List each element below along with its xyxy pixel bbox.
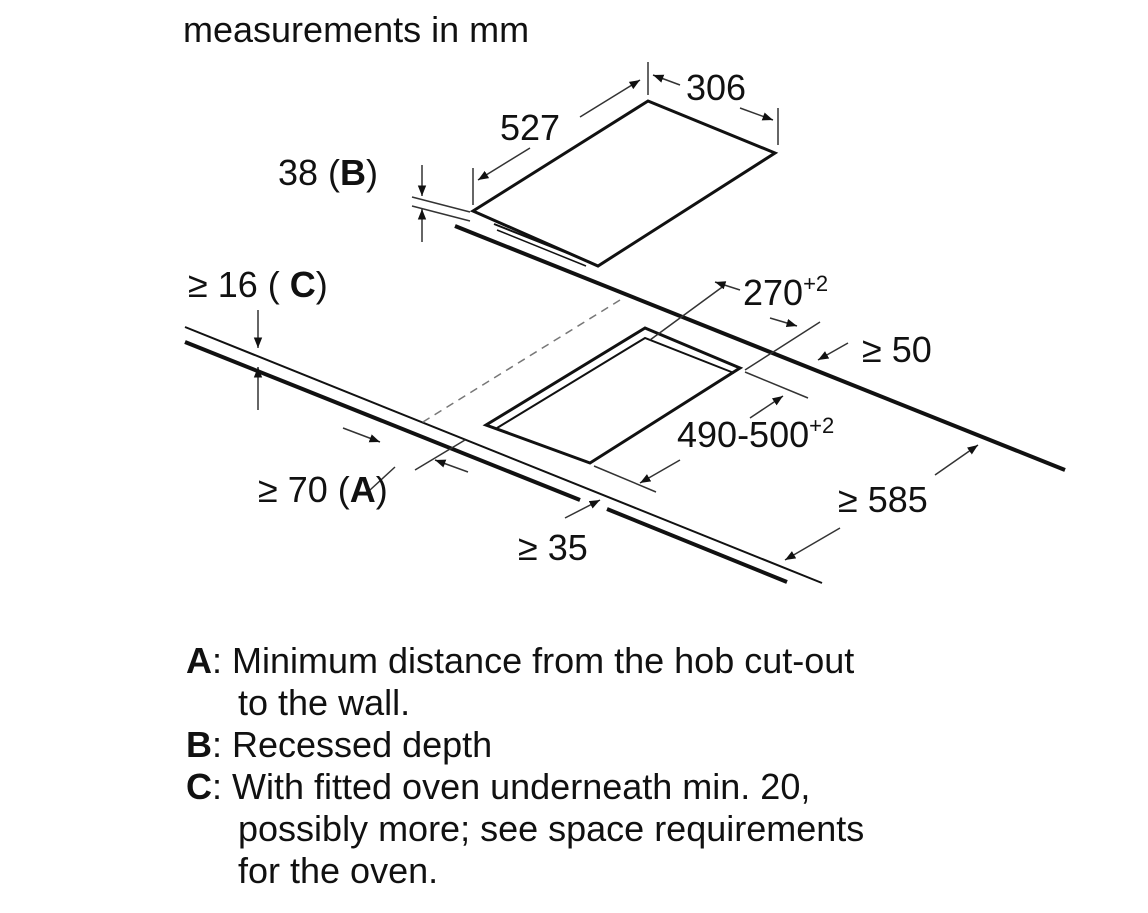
legend-text: : Minimum distance from the hob cut-out bbox=[212, 640, 855, 681]
hob-outline bbox=[469, 99, 779, 268]
dashed-guide bbox=[417, 299, 621, 426]
legend-text: for the oven. bbox=[238, 850, 439, 891]
legend-item-c: C: With fitted oven underneath min. 20, bbox=[186, 766, 864, 808]
recess-label: 38 (B) bbox=[278, 152, 378, 193]
worktop-back-edge bbox=[454, 224, 1066, 472]
worktop-front-edge bbox=[184, 326, 823, 584]
legend-text: : Recessed depth bbox=[212, 724, 493, 765]
dimension-lines bbox=[253, 62, 979, 561]
legend-text: possibly more; see space requirements bbox=[238, 808, 865, 849]
cutout-width-label: 270+2 bbox=[743, 271, 828, 313]
legend-item-b: B: Recessed depth bbox=[186, 724, 864, 766]
wall-gap-label: ≥ 70 (A) bbox=[258, 469, 388, 510]
cutout-outline bbox=[482, 326, 744, 465]
cutout-depth-label: 490-500+2 bbox=[677, 413, 834, 455]
legend-key: C bbox=[186, 766, 212, 807]
depth-label: 527 bbox=[500, 107, 560, 148]
legend-text: : With fitted oven underneath min. 20, bbox=[212, 766, 811, 807]
worktop-thickness-label: ≥ 16 ( C) bbox=[188, 264, 328, 305]
back-gap-label: ≥ 50 bbox=[862, 329, 932, 370]
legend-key: B bbox=[186, 724, 212, 765]
legend-key: A bbox=[186, 640, 212, 681]
legend: A: Minimum distance from the hob cut-out… bbox=[186, 640, 864, 892]
legend-item-a: A: Minimum distance from the hob cut-out bbox=[186, 640, 864, 682]
worktop-depth-label: ≥ 585 bbox=[838, 479, 928, 520]
diagram-title: measurements in mm bbox=[183, 9, 529, 50]
front-gap-label: ≥ 35 bbox=[518, 527, 588, 568]
legend-text: to the wall. bbox=[238, 682, 411, 723]
width-label: 306 bbox=[686, 67, 746, 108]
